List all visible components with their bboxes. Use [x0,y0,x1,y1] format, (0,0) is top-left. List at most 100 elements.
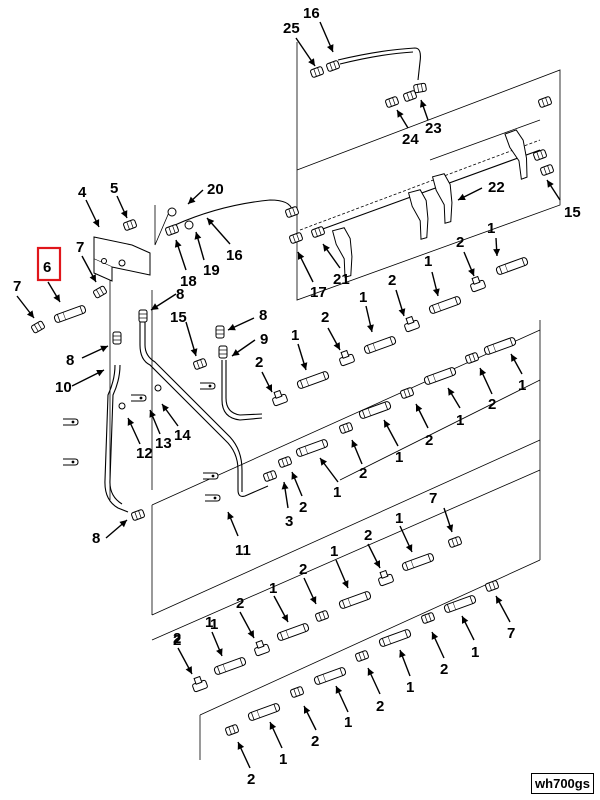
callout-7-c[interactable]: 7 [507,625,515,642]
callout-5[interactable]: 5 [110,180,118,197]
callout-9[interactable]: 9 [260,331,268,348]
arrow-head [327,44,334,52]
arrow-head [127,418,135,426]
callout-1-r2a[interactable]: 1 [518,377,526,394]
callout-1-r1c[interactable]: 1 [359,289,367,306]
arrow-head [446,524,454,532]
callout-2-r1b[interactable]: 2 [388,272,396,289]
callout-2-r3a[interactable]: 2 [364,527,372,544]
callout-3[interactable]: 3 [285,513,293,530]
callout-21[interactable]: 21 [333,271,350,288]
callout-1-r2b[interactable]: 1 [456,412,464,429]
callout-10[interactable]: 10 [55,379,72,396]
arrow-head [281,614,288,622]
callout-22[interactable]: 22 [488,179,505,196]
callout-12[interactable]: 12 [136,445,153,462]
callout-labels: 16 25 23 24 22 15 20 4 5 18 19 16 17 21 … [13,5,581,788]
arrow-head [432,288,440,296]
arrow-head [298,252,305,260]
highlighted-callout-box [36,246,62,282]
callout-8-d[interactable]: 8 [92,530,100,547]
callout-14[interactable]: 14 [174,427,191,444]
arrow-head [96,370,104,377]
arrow-head [174,240,182,248]
callout-8-a[interactable]: 8 [176,286,184,303]
callout-4[interactable]: 4 [78,184,87,201]
arrow-head [367,324,374,332]
callout-7-a[interactable]: 7 [76,239,84,256]
callout-19[interactable]: 19 [203,262,220,279]
callout-1-r3c[interactable]: 1 [269,580,277,597]
arrow-head [367,668,375,676]
arrow-head [162,404,169,412]
callout-2-r4a[interactable]: 2 [440,661,448,678]
callout-1-r1b[interactable]: 1 [424,253,432,270]
callout-8-c[interactable]: 8 [66,352,74,369]
callout-16-mid[interactable]: 16 [226,247,243,264]
callout-7-left[interactable]: 7 [13,278,21,295]
arrow-head [398,308,406,316]
callout-2-r2c[interactable]: 2 [359,465,367,482]
arrow-head [342,580,349,588]
callout-8-b[interactable]: 8 [259,307,267,324]
arrow-head [269,722,277,730]
callout-2-r1c[interactable]: 2 [321,309,329,326]
arrow-head [194,232,202,240]
callout-17[interactable]: 17 [310,284,327,301]
callout-7-b[interactable]: 7 [429,490,437,507]
arrow-head [265,384,272,392]
arrow-head [149,410,156,418]
callout-1-r2c[interactable]: 1 [395,449,403,466]
arrow-head [511,354,518,362]
callout-2-r5b[interactable]: 2 [247,771,255,788]
arrow-head [100,345,108,353]
callout-1-r4b[interactable]: 1 [406,679,414,696]
arrow-head [228,323,236,331]
callout-23[interactable]: 23 [425,120,442,137]
arrow-head [26,310,34,318]
callout-13[interactable]: 13 [155,435,172,452]
callout-1-r5b[interactable]: 1 [279,751,287,768]
arrow-head [237,742,245,750]
callout-1-r5a[interactable]: 1 [210,616,218,633]
callout-1-r4c[interactable]: 1 [344,714,352,731]
arrow-head [479,368,487,376]
callout-1-r3a[interactable]: 1 [395,510,403,527]
callout-1-r1a[interactable]: 1 [487,220,495,237]
callout-1-r2d[interactable]: 1 [333,484,341,501]
callout-1-r3d[interactable]: 1 [205,614,213,631]
arrow-head [304,706,311,714]
arrow-head [232,349,240,356]
callout-2-r1d[interactable]: 2 [255,354,263,371]
callout-2-r1a[interactable]: 2 [456,234,464,251]
callout-2-r2b[interactable]: 2 [425,432,433,449]
callout-2-r4b[interactable]: 2 [376,698,384,715]
callout-2-r2a[interactable]: 2 [488,396,496,413]
arrow-head [420,100,427,108]
arrow-head [468,268,475,276]
callout-16-top[interactable]: 16 [303,5,320,22]
tubing-runs [104,47,541,513]
arrow-head [493,248,501,256]
callout-20[interactable]: 20 [207,181,224,198]
callout-15-right[interactable]: 15 [564,204,581,221]
callout-2-r3c[interactable]: 2 [236,595,244,612]
arrow-head [190,348,198,356]
callout-1-r1d[interactable]: 1 [291,327,299,344]
callout-1-r4a[interactable]: 1 [471,644,479,661]
figure-id-label: wh700gs [531,773,594,794]
lower-panel-outline [151,469,541,760]
callout-1-r3b[interactable]: 1 [330,543,338,560]
callout-2-r3d[interactable]: 2 [173,630,181,647]
callout-24[interactable]: 24 [402,131,419,148]
callout-15-mid[interactable]: 15 [170,309,187,326]
callout-2-r5a[interactable]: 2 [173,632,181,649]
callout-25[interactable]: 25 [283,20,300,37]
callout-2-r4c[interactable]: 2 [311,733,319,750]
callout-18[interactable]: 18 [180,273,197,290]
callout-2-r3b[interactable]: 2 [299,561,307,578]
callout-11[interactable]: 11 [235,542,251,559]
callout-2-r2d[interactable]: 2 [299,499,307,516]
callout-6[interactable]: 6 [43,259,51,276]
